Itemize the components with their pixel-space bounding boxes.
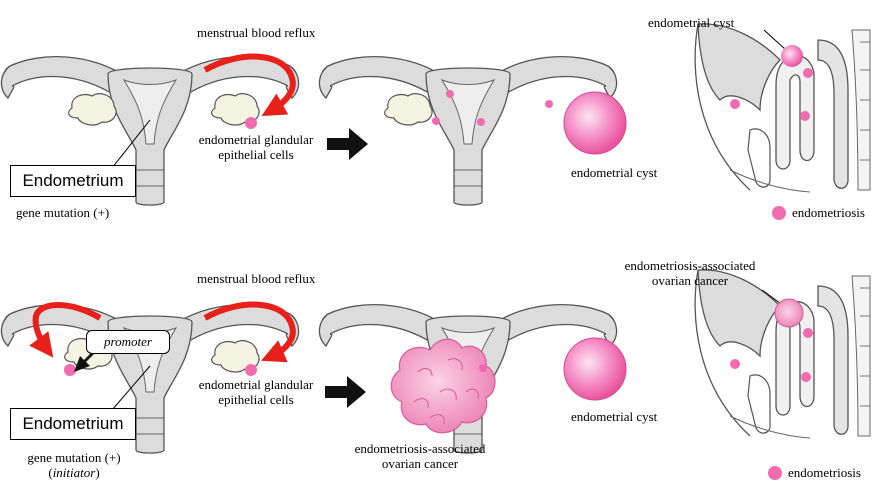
bottom-reflux-label: menstrual blood reflux (197, 271, 315, 286)
top-left-ovary-left (69, 94, 116, 125)
top-pelvis (690, 24, 870, 200)
bottom-cancer-label: endometriosis-associated ovarian cancer (335, 441, 505, 471)
bottom-pelvis-lesion-1 (803, 328, 813, 338)
bottom-initiator-word: initiator (53, 465, 96, 480)
top-cyst-label: endometrial cyst (571, 165, 657, 180)
bottom-initiator-line: (initiator) (4, 465, 144, 480)
bottom-glandular-cell-right (245, 364, 257, 376)
bottom-pelvis-cancer-line2: ovarian cancer (600, 273, 780, 288)
bottom-pelvis (690, 270, 870, 446)
bottom-legend-label: endometriosis (788, 465, 861, 481)
top-pelvis-lesion-1 (803, 68, 813, 78)
bottom-pelvis-lesion-2 (730, 359, 740, 369)
top-legend-label: endometriosis (792, 205, 865, 221)
top-legend-swatch (772, 206, 786, 220)
bottom-cancer-label-line1: endometriosis-associated (335, 441, 505, 456)
top-arrow-right (327, 128, 368, 160)
top-glandular-label-line2: epithelial cells (196, 147, 316, 162)
bottom-glandular-cell-left (64, 364, 76, 376)
top-middle-lesion-3 (477, 118, 485, 126)
bottom-pelvis-cancer-label: endometriosis-associated ovarian cancer (600, 258, 780, 288)
bottom-initiator-close: ) (95, 465, 99, 480)
bottom-pelvis-lesion-3 (801, 372, 811, 382)
bottom-ovarian-cancer (391, 339, 495, 433)
top-endometrium-box: Endometrium (10, 165, 136, 197)
bottom-pelvis-cancer (775, 299, 803, 327)
top-reflux-label: menstrual blood reflux (197, 25, 315, 40)
bottom-cancer-label-line2: ovarian cancer (335, 456, 505, 471)
top-mutation-label: gene mutation (+) (16, 205, 109, 220)
bottom-promoter-box: promoter (86, 330, 170, 354)
bottom-pelvis-cancer-line1: endometriosis-associated (600, 258, 780, 273)
top-pelvis-cyst (781, 45, 803, 67)
bottom-glandular-label: endometrial glandular epithelial cells (196, 377, 316, 407)
top-glandular-label-line1: endometrial glandular (196, 132, 316, 147)
bottom-glandular-label-line2: epithelial cells (196, 392, 316, 407)
top-glandular-cell (245, 117, 257, 129)
top-legend: endometriosis (772, 205, 865, 221)
bottom-endometrial-cyst (564, 338, 626, 400)
top-middle-lesion-1 (446, 90, 454, 98)
top-middle-ovary-left (385, 94, 432, 125)
bottom-cyst-label: endometrial cyst (571, 409, 657, 424)
top-middle-lesion-2 (432, 117, 440, 125)
bottom-endometrium-box: Endometrium (10, 408, 136, 440)
top-glandular-label: endometrial glandular epithelial cells (196, 132, 316, 162)
bottom-mutation-line1: gene mutation (+) (4, 450, 144, 465)
bottom-mutation-label: gene mutation (+) (initiator) (4, 450, 144, 480)
top-middle-lesion-4 (545, 100, 553, 108)
bottom-legend: endometriosis (768, 465, 861, 481)
bottom-glandular-label-line1: endometrial glandular (196, 377, 316, 392)
top-pelvis-lesion-2 (730, 99, 740, 109)
bottom-middle-lesion (479, 364, 487, 372)
top-pelvis-lesion-3 (800, 111, 810, 121)
top-pelvis-cyst-label: endometrial cyst (648, 15, 734, 30)
bottom-legend-swatch (768, 466, 782, 480)
top-endometrial-cyst (564, 92, 626, 154)
bottom-arrow-right (325, 376, 366, 408)
